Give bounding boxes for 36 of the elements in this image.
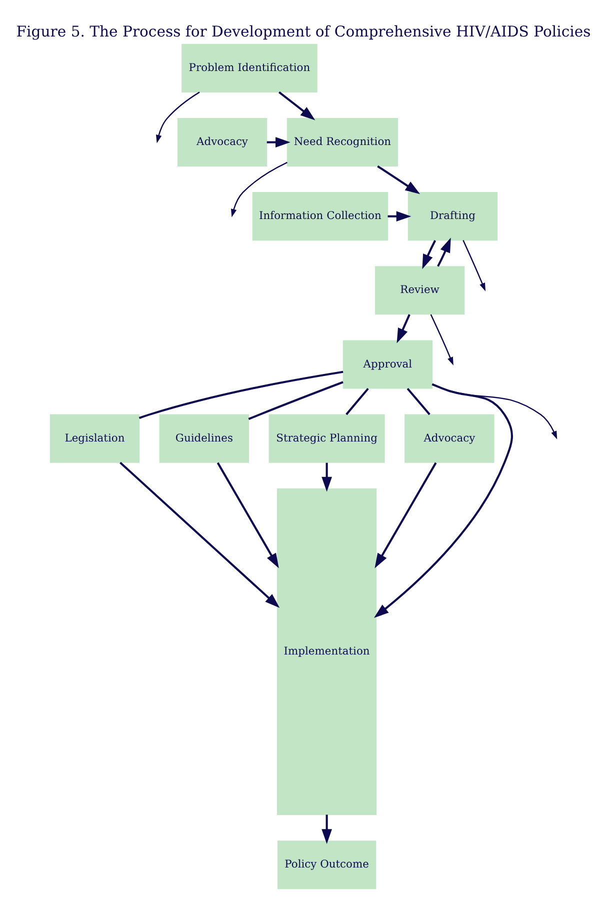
arrow [377, 165, 420, 194]
arrow [437, 238, 451, 267]
connector [346, 388, 369, 416]
node-box: Advocacy [177, 118, 268, 167]
arrow [396, 314, 410, 344]
arrow [462, 240, 486, 292]
arrow [278, 91, 316, 120]
arrow [216, 462, 279, 568]
node-box: Information Collection [252, 192, 388, 241]
node-box: Drafting [408, 192, 498, 241]
arrow [430, 314, 454, 366]
arrow [374, 462, 437, 568]
node-box: Policy Outcome [277, 840, 376, 890]
arrow [120, 462, 280, 608]
arrow [388, 211, 412, 222]
node-box: Implementation [277, 488, 377, 816]
connector [138, 370, 344, 419]
node-box: Need Recognition [286, 118, 398, 167]
arrow [422, 240, 436, 270]
node-box: Problem Identification [182, 44, 318, 92]
node-box: Legislation [50, 414, 140, 463]
arrow [322, 462, 332, 492]
node-box: Review [374, 266, 465, 315]
arrow [230, 162, 288, 218]
arrow [266, 137, 290, 148]
connector [406, 388, 430, 416]
arrow [156, 92, 200, 144]
node-box: Approval [342, 340, 433, 389]
connector [248, 381, 344, 420]
node-box: Strategic Planning [268, 414, 385, 463]
node-box: Advocacy [404, 414, 494, 463]
arrow [374, 383, 513, 618]
diagram-title: Figure 5. The Process for Development of Comprehensive HIV/AIDS Policies [16, 23, 591, 40]
node-box: Guidelines [159, 414, 250, 463]
arrow [432, 384, 558, 440]
arrow [322, 814, 332, 844]
